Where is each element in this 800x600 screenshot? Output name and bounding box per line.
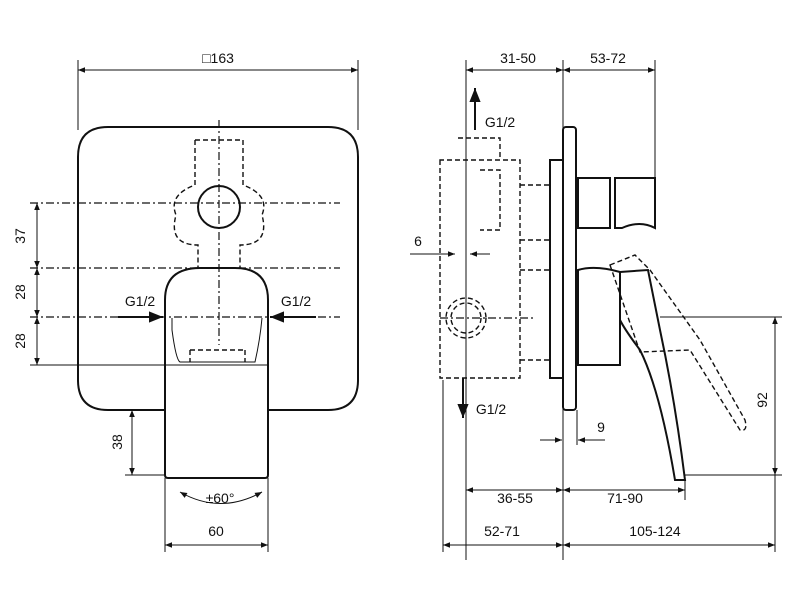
dim-92: 92 xyxy=(754,392,770,408)
dim-9: 9 xyxy=(597,419,605,435)
outlet-top-label: G1/2 xyxy=(485,114,516,130)
dim-28-lower: 28 xyxy=(12,333,28,349)
dim-52-71: 52-71 xyxy=(484,523,520,539)
wall-plate xyxy=(562,126,577,411)
dim-53-72: 53-72 xyxy=(590,50,626,66)
shower-outlet xyxy=(577,177,611,229)
cover-plate xyxy=(77,126,359,411)
dim-6: 6 xyxy=(414,233,422,249)
dim-105-124: 105-124 xyxy=(629,523,681,539)
dim-38: 38 xyxy=(109,434,125,450)
handle-body xyxy=(577,266,621,366)
dim-28-upper: 28 xyxy=(12,284,28,300)
inlet-left-label: G1/2 xyxy=(125,293,156,309)
outlet-bottom-label: G1/2 xyxy=(476,401,507,417)
inlet-right-label: G1/2 xyxy=(281,293,312,309)
front-view: □163 37 28 28 38 ±60° 60 G1/2 G1/2 xyxy=(12,50,359,552)
width-dimension: □163 xyxy=(202,50,234,66)
lever-side xyxy=(619,268,687,481)
side-view: 31-50 53-72 G1/2 G1/2 6 9 92 36 xyxy=(410,50,782,560)
dim-71-90: 71-90 xyxy=(607,490,643,506)
dim-31-50: 31-50 xyxy=(500,50,536,66)
dim-60: 60 xyxy=(208,523,224,539)
dim-37: 37 xyxy=(12,228,28,244)
lever-handle xyxy=(164,267,269,479)
dim-36-55: 36-55 xyxy=(497,490,533,506)
rotation-label: ±60° xyxy=(206,490,235,506)
